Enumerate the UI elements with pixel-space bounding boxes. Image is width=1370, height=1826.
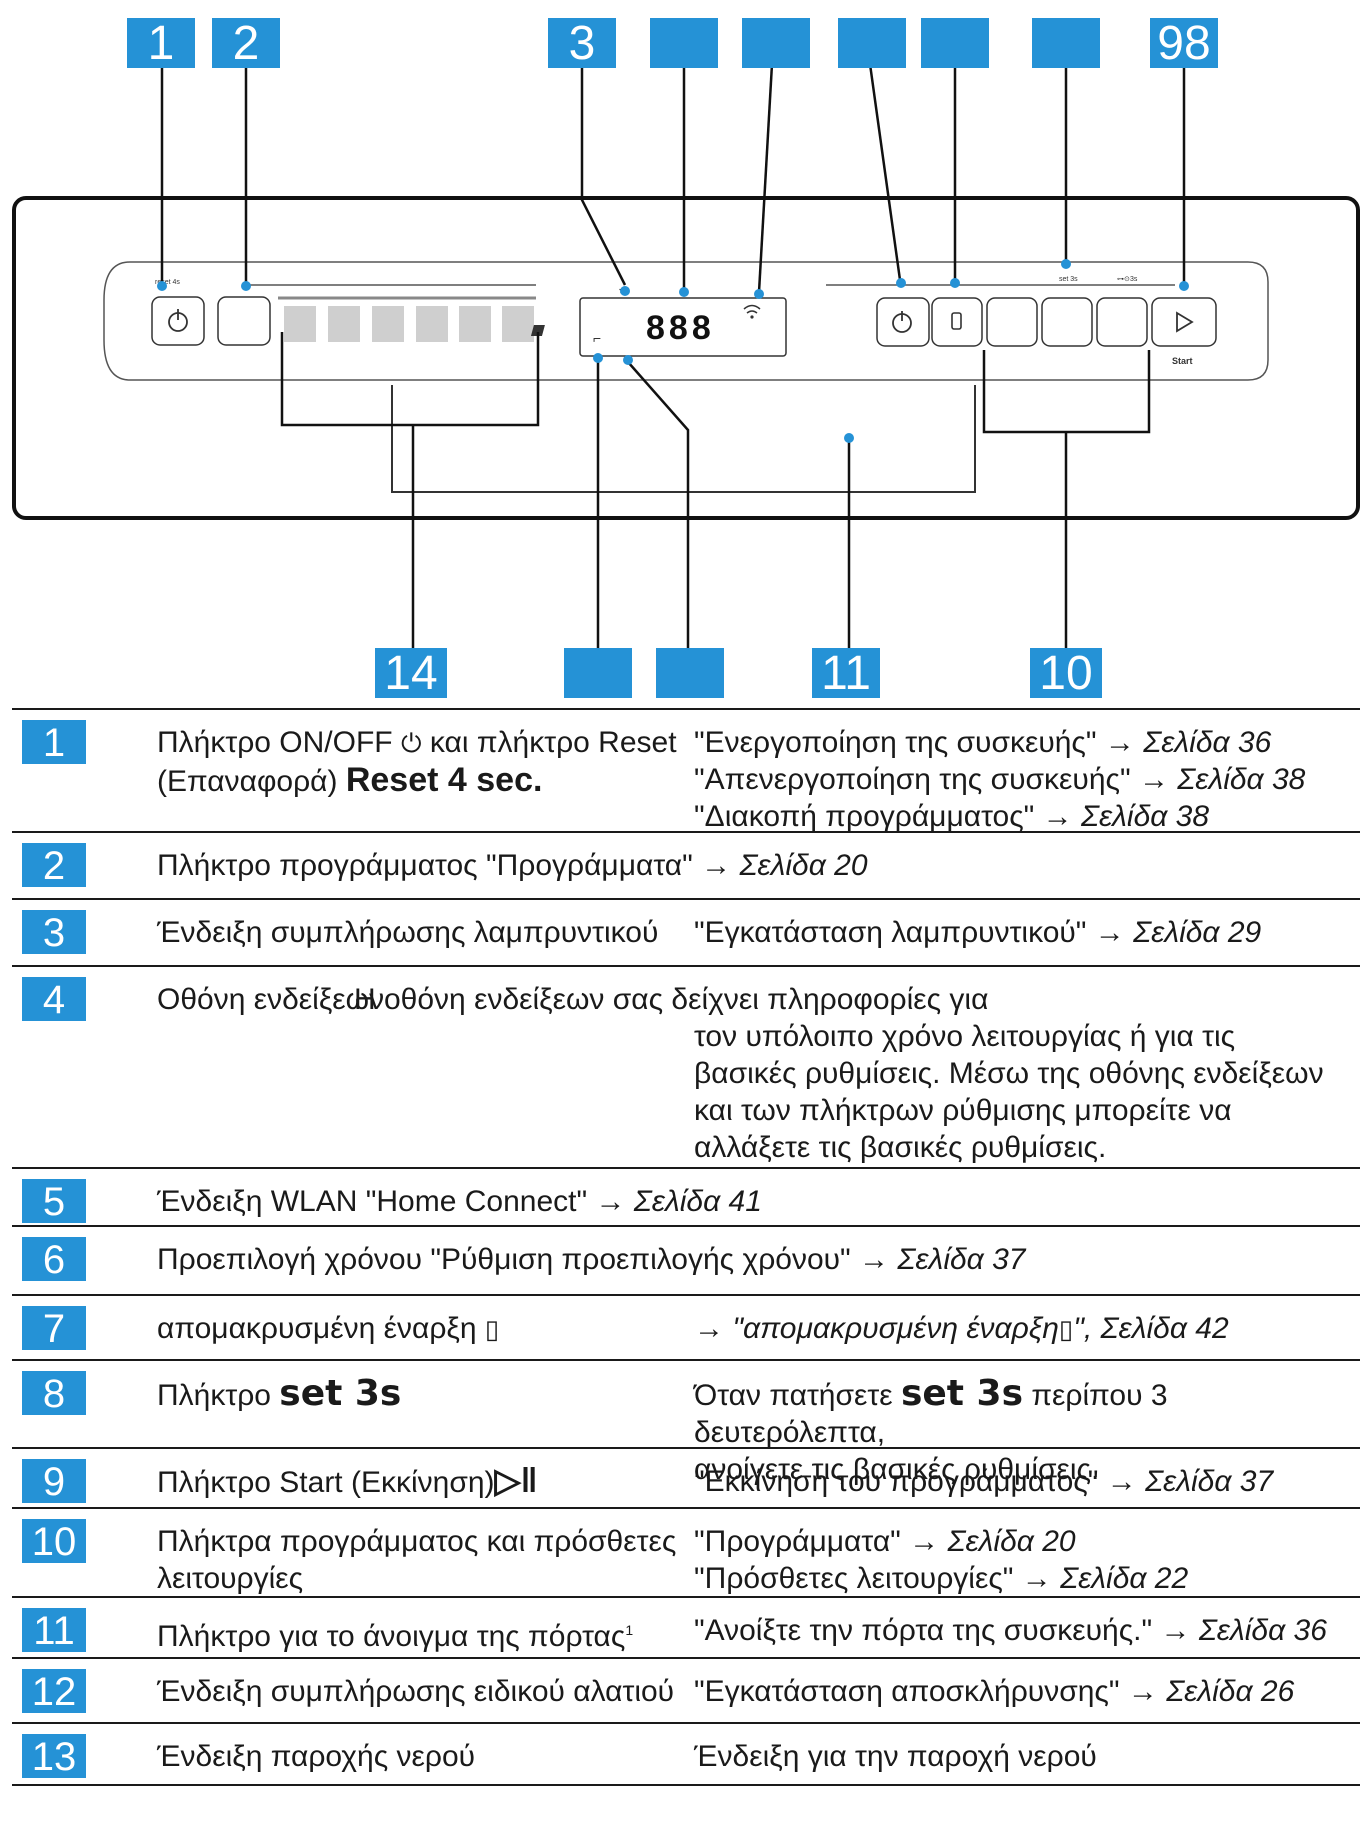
callout-3: 3 (548, 18, 616, 68)
row-label: απομακρυσμένη έναρξη ▯ (157, 1312, 500, 1345)
row-references: "Ενεργοποίηση της συσκευής" → Σελίδα 36 … (694, 724, 1354, 835)
power-icon: ⏻ (400, 728, 422, 758)
row-label: Ένδειξη συμπλήρωσης λαμπρυντικού (157, 916, 659, 949)
reference[interactable]: "Εγκατάσταση λαμπρυντικού" → Σελίδα 29 (694, 916, 1262, 949)
legend-table: 1 Πλήκτρο ON/OFF ⏻ και πλήκτρο Reset (Επ… (12, 708, 1360, 1786)
row-number: 1 (22, 720, 86, 765)
remote-start-icon: ▯ (484, 1314, 500, 1344)
door-frame (12, 196, 1360, 520)
set-3s-label: set 3s (279, 1373, 402, 1414)
onoff-button-shape (151, 296, 205, 346)
callout-12 (656, 648, 724, 698)
start-button-shape (1151, 297, 1217, 347)
row-number: 6 (22, 1237, 86, 1282)
reference[interactable]: "Ενεργοποίηση της συσκευής" → Σελίδα 36 (694, 726, 1272, 759)
control-strip (103, 261, 1269, 381)
row-label: Πλήκτρα προγράμματος και πρόσθετες λειτο… (157, 1525, 677, 1595)
callout-14: 14 (375, 648, 447, 698)
panel-drawing: reset 4s 888 * ⌐ set 3s ⊶⊙ 3s (12, 63, 1360, 650)
display-window (579, 297, 787, 357)
legend-row-12: 12 Ένδειξη συμπλήρωσης ειδικού αλατιού "… (12, 1659, 1360, 1724)
row-label: Ένδειξη παροχής νερού (157, 1740, 476, 1773)
onoff-text: Πλήκτρο ON/OFF (157, 726, 393, 759)
callout-1: 1 (127, 18, 195, 68)
callout-6 (838, 18, 906, 68)
callout-9: 98 (1150, 18, 1218, 68)
row-label: Πλήκτρο Start (Εκκίνηση)▷ǁ (157, 1462, 538, 1500)
reference[interactable]: "Ανοίξτε την πόρτα της συσκευής." → Σελί… (694, 1614, 1327, 1647)
legend-row-11: 11 Πλήκτρο για το άνοιγμα της πόρτας1 "Α… (12, 1598, 1360, 1659)
row-number: 11 (22, 1608, 86, 1653)
legend-row-7: 7 απομακρυσμένη έναρξη ▯ → "απομακρυσμέν… (12, 1296, 1360, 1361)
row-label: Οθόνη ενδείξεων (157, 983, 385, 1016)
reset-label: reset 4s (155, 279, 180, 286)
row-number: 13 (22, 1734, 86, 1779)
reset-text-2: (Επαναφορά) (157, 765, 338, 798)
start-pause-icon: ▷ǁ (494, 1462, 538, 1500)
row-number: 10 (22, 1519, 86, 1564)
callout-5 (742, 18, 810, 68)
row-number: 7 (22, 1306, 86, 1351)
reference[interactable]: Ένδειξη WLAN "Home Connect" → Σελίδα 41 (157, 1185, 762, 1218)
callout-7 (921, 18, 989, 68)
svg-text:⊶⊙: ⊶⊙ (1117, 276, 1130, 283)
callout-10: 10 (1030, 648, 1102, 698)
programs-button-shape (217, 296, 271, 346)
legend-row-1: 1 Πλήκτρο ON/OFF ⏻ και πλήκτρο Reset (Επ… (12, 708, 1360, 833)
row-number: 9 (22, 1459, 86, 1504)
reference[interactable]: "Διακοπή προγράμματος" → Σελίδα 38 (694, 800, 1210, 833)
start-label: Start (1172, 356, 1193, 366)
legend-row-4: 4 Οθόνη ενδείξεων Η οθόνη ενδείξεων σας … (12, 967, 1360, 1169)
reset-text: και πλήκτρο Reset (429, 726, 677, 759)
row-label: Πλήκτρο set 3s (157, 1373, 402, 1414)
legend-row-5: 5 Ένδειξη WLAN "Home Connect" → Σελίδα 4… (12, 1169, 1360, 1227)
row-number: 8 (22, 1371, 86, 1416)
row-number: 2 (22, 843, 86, 888)
legend-row-6: 6 Προεπιλογή χρόνου "Ρύθμιση προεπιλογής… (12, 1227, 1360, 1296)
reference[interactable]: "Πρόσθετες λειτουργίες" → Σελίδα 22 (694, 1562, 1189, 1595)
legend-row-10: 10 Πλήκτρα προγράμματος και πρόσθετες λε… (12, 1509, 1360, 1598)
set-label: set 3s (1059, 276, 1078, 283)
legend-row-3: 3 Ένδειξη συμπλήρωσης λαμπρυντικού "Εγκα… (12, 900, 1360, 967)
row-description: Όταν πατήσετε set 3s περίπου 3 δευτερόλε… (694, 1373, 1168, 1486)
remote-start-icon: ▯ (1058, 1314, 1074, 1344)
callout-2: 2 (212, 18, 280, 68)
footnote-marker: 1 (625, 1622, 634, 1638)
timer-label: 3s (1130, 276, 1138, 283)
control-panel-diagram: reset 4s 888 * ⌐ set 3s ⊶⊙ 3s (0, 0, 1370, 700)
callout-11: 11 (812, 648, 880, 698)
reference[interactable]: Προεπιλογή χρόνου "Ρύθμιση προεπιλογής χ… (157, 1243, 1026, 1276)
row-references: "Προγράμματα" → Σελίδα 20 "Πρόσθετες λει… (694, 1523, 1354, 1597)
reference[interactable]: "Απενεργοποίηση της συσκευής" → Σελίδα 3… (694, 763, 1306, 796)
reference[interactable]: "Εγκατάσταση αποσκλήρυνσης" → Σελίδα 26 (694, 1675, 1295, 1708)
reset-4sec-label: Reset 4 sec. (345, 761, 543, 799)
row-label: Ένδειξη συμπλήρωσης ειδικού αλατιού (157, 1675, 675, 1708)
row-label: Πλήκτρο για το άνοιγμα της πόρτας1 (157, 1620, 634, 1653)
svg-text:⌐: ⌐ (593, 330, 601, 346)
row-description: τον υπόλοιπο χρόνο λειτουργίας ή για τις… (694, 1020, 1324, 1164)
legend-row-8: 8 Πλήκτρο set 3s Όταν πατήσετε set 3s πε… (12, 1361, 1360, 1486)
reference[interactable]: "Προγράμματα" → Σελίδα 20 (694, 1525, 1076, 1558)
legend-row-9: 9 Πλήκτρο Start (Εκκίνηση)▷ǁ "Εκκίνηση τ… (12, 1449, 1360, 1509)
callout-13 (564, 648, 632, 698)
callout-4 (650, 18, 718, 68)
row-number: 3 (22, 910, 86, 955)
row-description: Ένδειξη για την παροχή νερού (694, 1740, 1097, 1773)
handle-recess (391, 385, 976, 493)
row-label: Πλήκτρο ON/OFF ⏻ και πλήκτρο Reset (Επαν… (157, 724, 697, 800)
reference[interactable]: "Εκκίνηση του προγράμματος" → Σελίδα 37 (694, 1465, 1274, 1498)
display-digits: 888 (646, 309, 715, 347)
row-number: 5 (22, 1179, 86, 1224)
reference[interactable]: Πλήκτρο προγράμματος "Προγράμματα" → Σελ… (157, 849, 868, 882)
row-number: 4 (22, 977, 86, 1022)
legend-row-13: 13 Ένδειξη παροχής νερού Ένδειξη για την… (12, 1724, 1360, 1786)
row-description-line1: Η οθόνη ενδείξεων σας δείχνει πληροφορίε… (354, 983, 989, 1016)
set-3s-label: set 3s (900, 1373, 1024, 1414)
reference[interactable]: → "απομακρυσμένη έναρξη▯", Σελίδα 42 (694, 1312, 1229, 1345)
row-number: 12 (22, 1669, 86, 1714)
legend-row-2: 2 Πλήκτρο προγράμματος "Προγράμματα" → Σ… (12, 833, 1360, 900)
callout-8 (1032, 18, 1100, 68)
